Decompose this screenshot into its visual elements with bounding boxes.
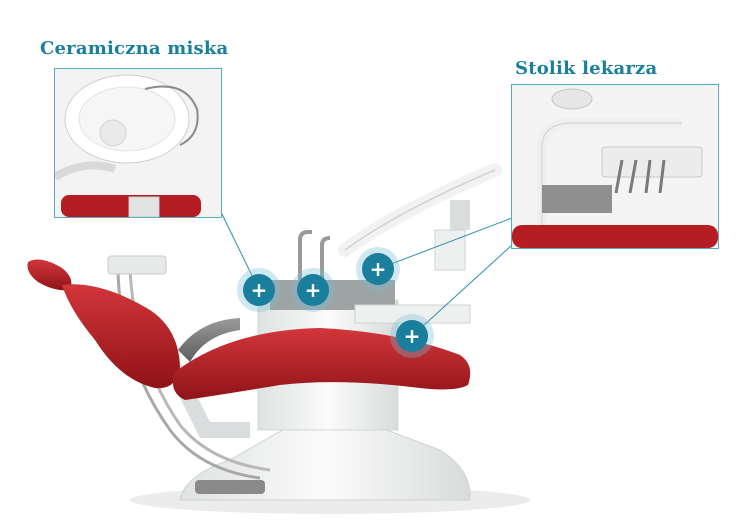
hotspot-cuspidor[interactable]: + — [291, 268, 335, 312]
hotspot-core: + — [362, 253, 394, 285]
lamp-arm-edge — [541, 122, 682, 225]
connector-line — [411, 244, 513, 337]
connector-line — [377, 217, 513, 270]
control-panel — [601, 146, 703, 178]
hotspot-instrument-tray[interactable]: + — [390, 314, 434, 358]
backrest — [62, 284, 180, 389]
plus-icon: + — [250, 278, 268, 302]
seat — [172, 328, 471, 400]
plus-icon: + — [304, 278, 322, 302]
operating-lamp — [551, 88, 593, 110]
doctor-table-image — [512, 85, 718, 248]
doctor-arm — [338, 163, 502, 257]
headrest — [27, 259, 72, 291]
plus-icon: + — [369, 257, 387, 281]
armrest — [178, 318, 240, 362]
ceramic-bowl-label: Ceramiczna miska — [40, 38, 229, 59]
arm-post — [434, 229, 466, 271]
hotspot-doctor-table[interactable]: + — [356, 247, 400, 291]
arm-pivot — [450, 200, 470, 230]
water-faucet — [298, 230, 312, 285]
instrument-handpieces — [614, 159, 666, 194]
plus-icon: + — [403, 324, 421, 348]
cup-filler — [320, 236, 331, 285]
foot-pedal — [195, 480, 265, 494]
hotspot-core: + — [243, 274, 275, 306]
assistant-holder — [107, 255, 167, 275]
bowl-inner — [78, 86, 176, 152]
tray-table — [542, 185, 612, 213]
bowl-drain — [99, 119, 127, 147]
hotspot-core: + — [297, 274, 329, 306]
bowl-rim-wire — [144, 85, 199, 146]
inset-doctor-table — [511, 84, 719, 249]
water-pipe — [55, 161, 117, 181]
hotspot-ceramic-bowl[interactable]: + — [237, 268, 281, 312]
hotspot-core: + — [396, 320, 428, 352]
doctor-arm-edge — [344, 169, 496, 251]
ceramic-bowl-image — [55, 69, 221, 217]
doctor-table-label: Stolik lekarza — [515, 58, 658, 79]
cup-holder — [128, 196, 160, 217]
inset-ceramic-bowl — [54, 68, 222, 218]
red-seat-fragment — [512, 225, 718, 248]
